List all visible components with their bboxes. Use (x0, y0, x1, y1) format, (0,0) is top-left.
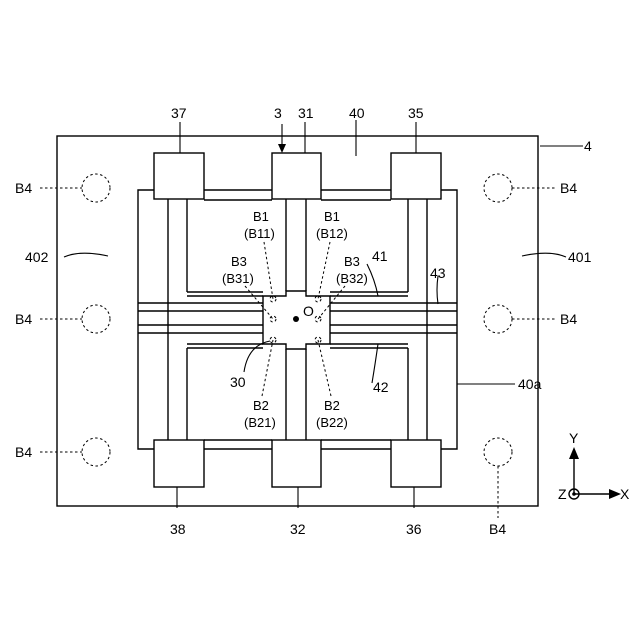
axes-indicator (569, 447, 621, 499)
pad-36 (391, 440, 441, 487)
label-b11: (B11) (244, 226, 275, 241)
label-402: 402 (25, 249, 49, 265)
label-b1-left: B1 (253, 209, 269, 224)
label-b4-top-right: B4 (560, 180, 577, 196)
label-b2-right: B2 (324, 398, 340, 413)
label-35: 35 (408, 105, 424, 121)
label-b31: (B31) (222, 271, 254, 286)
label-30: 30 (230, 374, 246, 390)
label-b32: (B32) (336, 271, 368, 286)
label-40: 40 (349, 105, 365, 121)
pad-37 (154, 153, 204, 199)
label-b1-right: B1 (324, 209, 340, 224)
label-b4-bottom-right: B4 (489, 521, 506, 537)
label-38: 38 (170, 521, 186, 537)
label-40a: 40a (518, 376, 542, 392)
label-37: 37 (171, 105, 187, 121)
label-b3-right: B3 (344, 254, 360, 269)
label-31: 31 (298, 105, 314, 121)
label-b4-top-left: B4 (15, 180, 32, 196)
label-41: 41 (372, 248, 388, 264)
label-3: 3 (274, 105, 282, 121)
label-b21: (B21) (244, 415, 276, 430)
pad-31 (272, 153, 321, 199)
pad-38 (154, 440, 204, 487)
pad-32 (272, 440, 321, 487)
origin-dot (293, 316, 299, 322)
label-42: 42 (373, 379, 389, 395)
label-43: 43 (430, 265, 446, 281)
label-32: 32 (290, 521, 306, 537)
label-b4-mid-left: B4 (15, 311, 32, 327)
label-b4-mid-right: B4 (560, 311, 577, 327)
label-4: 4 (584, 138, 592, 154)
label-b12: (B12) (316, 226, 348, 241)
label-b22: (B22) (316, 415, 348, 430)
label-origin: O (303, 303, 314, 319)
label-401: 401 (568, 249, 592, 265)
axis-label-y: Y (569, 430, 579, 446)
label-36: 36 (406, 521, 422, 537)
pad-35 (391, 153, 441, 199)
label-b3-left: B3 (231, 254, 247, 269)
label-b4-bottom-left: B4 (15, 444, 32, 460)
axis-label-z: Z (558, 486, 567, 502)
axis-label-x: X (620, 486, 630, 502)
ref-3-arrow (278, 124, 286, 153)
label-b2-left: B2 (253, 398, 269, 413)
